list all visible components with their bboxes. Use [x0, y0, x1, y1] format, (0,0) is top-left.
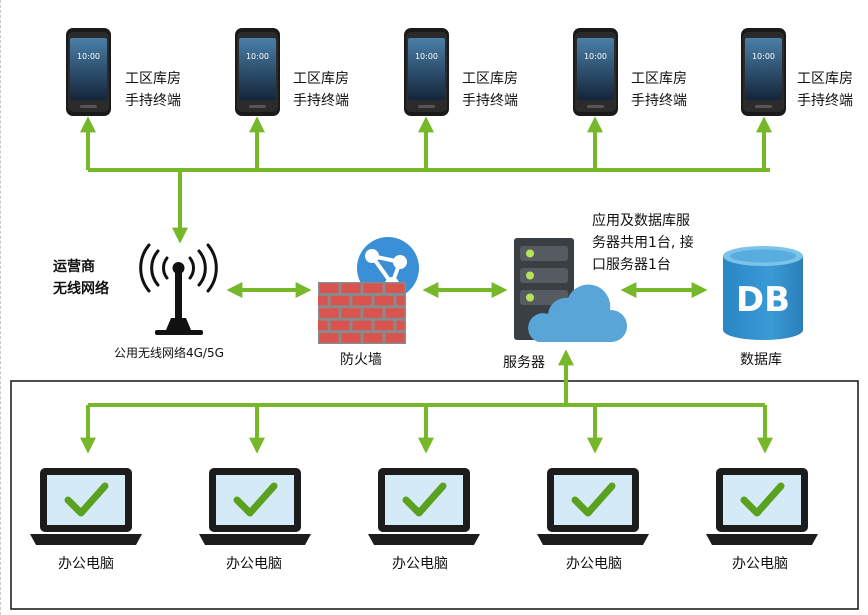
public-network-label: 公用无线网络4G/5G	[114, 346, 224, 360]
office-pc-label-3: 办公电脑	[392, 556, 448, 572]
office-pc-label-4: 办公电脑	[566, 556, 622, 572]
wireless-tower-icon	[139, 243, 218, 335]
database-icon: DB	[723, 246, 803, 340]
check-icon	[402, 482, 447, 517]
office-network-frame	[10, 380, 859, 610]
handheld-terminal-icon: 10:00	[741, 28, 786, 116]
terminal-label-4: 工区库房 手持终端	[631, 71, 687, 109]
database-label: 数据库	[740, 352, 782, 368]
server-cloud-icon	[514, 238, 628, 342]
terminal-label-1: 工区库房 手持终端	[125, 71, 181, 109]
database-badge: DB	[736, 280, 790, 320]
handheld-terminal-icon: 10:00	[404, 28, 449, 116]
check-icon	[233, 482, 278, 517]
terminal-label-3: 工区库房 手持终端	[462, 71, 518, 109]
laptop-check-icon	[706, 468, 818, 545]
server-note: 应用及数据库服 务器共用1台, 接 口服务器1台	[592, 213, 694, 273]
cloud-icon	[528, 284, 628, 342]
terminal-label-5: 工区库房 手持终端	[797, 71, 853, 109]
terminal-label-2: 工区库房 手持终端	[293, 71, 349, 109]
laptop-check-icon	[30, 468, 142, 545]
server-label: 服务器	[503, 355, 545, 371]
office-pc-row	[30, 468, 818, 545]
firewall-icon	[318, 237, 419, 344]
check-icon	[571, 482, 616, 517]
check-icon	[64, 482, 109, 517]
handheld-terminal-icon: 10:00	[66, 28, 111, 116]
carrier-label: 运营商 无线网络	[53, 259, 109, 297]
terminal-screen-time: 10:00	[415, 52, 438, 61]
laptop-check-icon	[537, 468, 649, 545]
terminal-screen-time: 10:00	[752, 52, 775, 61]
handheld-terminal-icon: 10:00	[235, 28, 280, 116]
office-pc-label-5: 办公电脑	[732, 556, 788, 572]
connector-group	[80, 116, 773, 454]
office-pc-label-1: 办公电脑	[58, 556, 114, 572]
terminal-screen-time: 10:00	[77, 52, 100, 61]
office-pc-label-2: 办公电脑	[226, 556, 282, 572]
terminal-screen-time: 10:00	[584, 52, 607, 61]
handheld-terminal-icon: 10:00	[573, 28, 618, 116]
laptop-check-icon	[368, 468, 480, 545]
firewall-label: 防火墙	[340, 352, 382, 368]
check-icon	[740, 482, 785, 517]
terminal-screen-time: 10:00	[246, 52, 269, 61]
handheld-terminal-row: 10:00 10:00 10:00 10:00 10:00	[66, 28, 786, 116]
laptop-check-icon	[199, 468, 311, 545]
left-edge-guide	[0, 0, 3, 615]
